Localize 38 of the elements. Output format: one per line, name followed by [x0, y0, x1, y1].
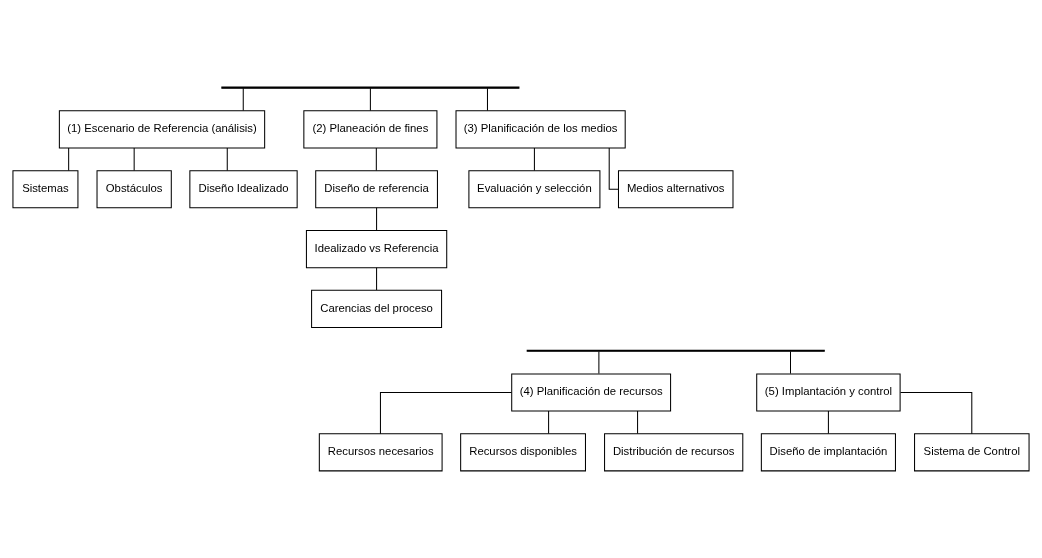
connector [608, 147, 619, 190]
node-box: (3) Planificación de los medios [455, 110, 626, 149]
node-box: Diseño Idealizado [189, 170, 298, 209]
node-box: Idealizado vs Referencia [305, 230, 448, 269]
connector [790, 350, 791, 375]
node-box: Distribución de recursos [604, 433, 744, 472]
node-box: Carencias del proceso [311, 289, 443, 328]
node-box: Sistemas [12, 170, 79, 209]
node-box: (5) Implantación y control [756, 373, 901, 412]
connector [68, 147, 70, 171]
connector [637, 410, 639, 435]
node-box: Sistema de Control [914, 433, 1030, 472]
connector [486, 87, 488, 112]
node-box: Diseño de referencia [315, 170, 438, 209]
connector [375, 147, 377, 171]
node-box: Evaluación y selección [468, 170, 601, 209]
node-box: (2) Planeación de fines [303, 110, 438, 149]
connector [900, 391, 973, 435]
node-bar [221, 86, 520, 89]
node-box: Obstáculos [96, 170, 172, 209]
connector [379, 391, 512, 435]
connector [533, 147, 535, 171]
node-box: (4) Planificación de recursos [511, 373, 672, 412]
node-box: Diseño de implantación [760, 433, 896, 472]
connector [376, 207, 378, 231]
node-box: Recursos necesarios [318, 433, 443, 472]
connector [548, 410, 550, 435]
connector [133, 147, 135, 171]
node-box: Recursos disponibles [460, 433, 586, 472]
node-box: Medios alternativos [617, 170, 734, 209]
connector [226, 147, 228, 171]
connector [369, 87, 371, 112]
connector [598, 350, 600, 375]
node-bar [526, 349, 825, 352]
connector [376, 267, 378, 291]
connector [827, 410, 829, 435]
connector [242, 87, 244, 112]
node-box: (1) Escenario de Referencia (análisis) [58, 110, 266, 149]
